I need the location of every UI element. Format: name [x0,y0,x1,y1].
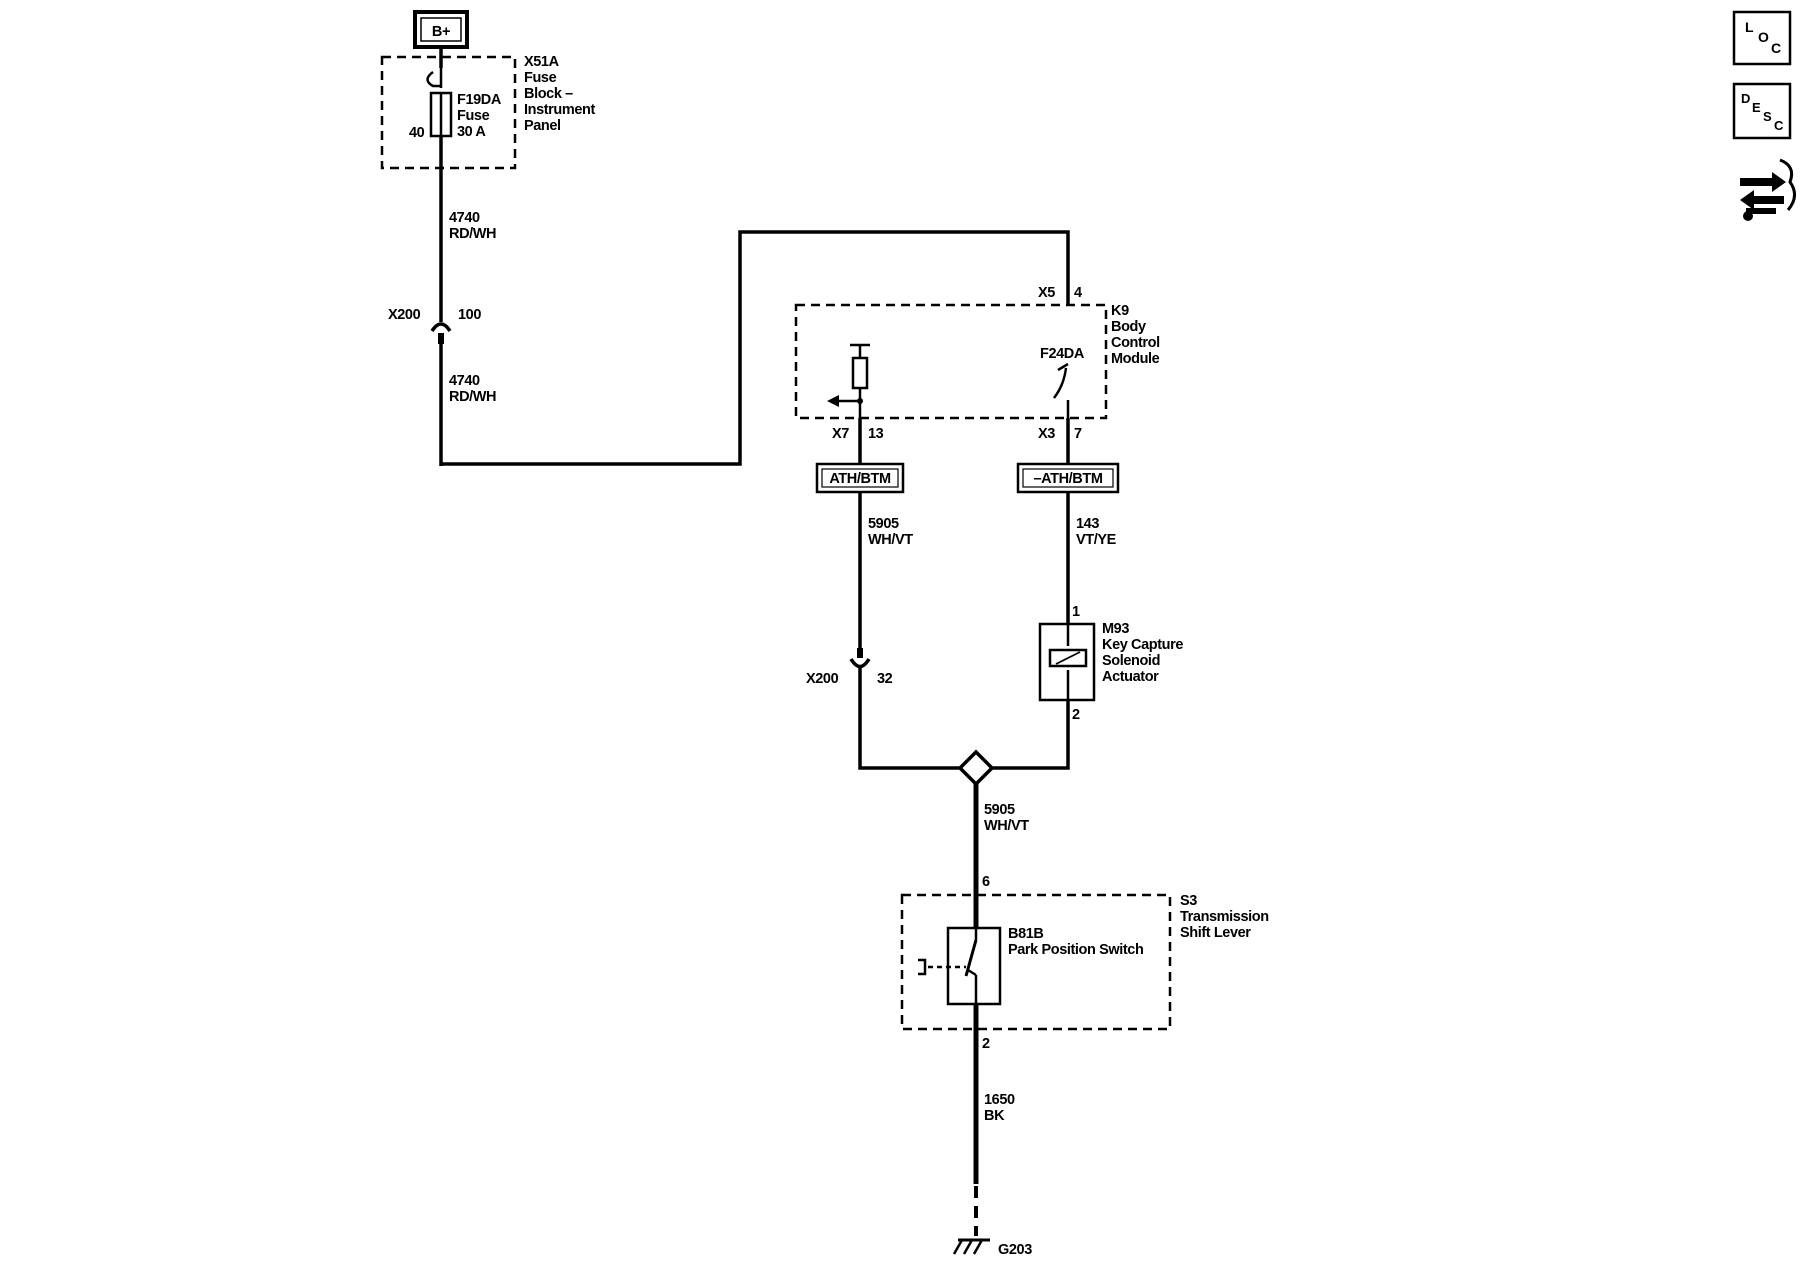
fuse-label: Fuse [457,108,490,124]
wire-5905-main-color: WH/VT [984,818,1029,834]
loc-letter-l: L [1745,19,1754,35]
connector-x200-a: X200 100 [388,307,482,344]
bcm-name-3: Module [1111,351,1160,367]
wire-4740-upper-circuit: 4740 [449,210,480,226]
desc-letter-e: E [1752,100,1761,115]
solenoid-id: M93 [1102,621,1129,637]
connector-x200-a-pin: 100 [458,307,481,323]
shift-lever-name-2: Shift Lever [1180,925,1251,941]
loc-letter-c: C [1771,40,1781,56]
description-icon[interactable]: D E S C [1732,82,1792,140]
switch-id: B81B [1008,926,1043,942]
fuse-block: 40 F19DA Fuse 30 A X51A Fuse Block – Ins… [380,54,596,170]
fuse-block-name-3: Instrument [524,102,595,118]
solenoid-pin-top: 1 [1072,604,1080,620]
splice-diamond [957,749,995,787]
fuse-id: F19DA [457,92,502,108]
connector-x200-a-id: X200 [388,307,421,323]
solenoid-pin-bottom: 2 [1072,707,1080,723]
shift-lever-pin-bottom: 2 [982,1036,990,1052]
wire-4740-lower-color: RD/WH [449,389,496,405]
bcm-left-pin: 13 [868,426,884,442]
connector-x200-b: X200 32 [806,648,893,687]
fuse-rating: 30 A [457,124,486,140]
bcm-fuse-id: F24DA [1040,346,1085,362]
bcm-name-1: Body [1111,319,1146,335]
fuse-block-id: X51A [524,54,560,70]
bcm-pullup-resistor [851,356,869,390]
desc-letter-d: D [1741,91,1750,106]
bcm-in-connector: X5 [1038,285,1055,301]
shift-lever-pin-top: 6 [982,874,990,890]
wire-5905-left-circuit: 5905 [868,516,899,532]
wire-1650-color: BK [984,1108,1005,1124]
wire-4740-lower-circuit: 4740 [449,373,480,389]
bcm-right-pin: 7 [1074,426,1082,442]
shift-lever-id: S3 [1180,893,1197,909]
wire-143-color: VT/YE [1076,532,1117,548]
wire-143-circuit: 143 [1076,516,1099,532]
location-icon[interactable]: L O C [1732,10,1792,66]
bcm-fuse-f24da [1053,362,1070,418]
wire-4740-to-bcm [441,230,1070,466]
wire-5905-left-color: WH/VT [868,532,913,548]
option-tag-not-ath-btm: –ATH/BTM [1016,462,1120,494]
key-capture-solenoid: 1 2 M93 Key Capture Solenoid Actuator [1038,604,1184,723]
desc-letter-c: C [1774,118,1784,133]
wire-4740-upper-color: RD/WH [449,226,496,242]
solenoid-name-3: Actuator [1102,669,1159,685]
wire-5905-main-circuit: 5905 [984,802,1015,818]
bcm-name-2: Control [1111,335,1160,351]
fuse-block-pin: 40 [409,125,425,141]
bcm-left-connector: X7 [832,426,849,442]
bcm-id: K9 [1111,303,1129,319]
bcm-right-connector: X3 [1038,426,1055,442]
battery-source: B+ [413,10,469,49]
bcm-in-pin: 4 [1074,285,1082,301]
option-not-ath-btm-label: –ATH/BTM [1033,471,1102,487]
solenoid-name-2: Solenoid [1102,653,1160,669]
option-tag-ath-btm: ATH/BTM [815,462,905,494]
wire-1650-circuit: 1650 [984,1092,1015,1108]
option-ath-btm-label: ATH/BTM [829,471,891,487]
connector-x200-b-pin: 32 [877,671,893,687]
shift-lever-name-1: Transmission [1180,909,1269,925]
fuse-block-name-4: Panel [524,118,561,134]
ground-g203: G203 [952,1238,1033,1258]
fuse-block-name-1: Fuse [524,70,557,86]
battery-label: B+ [432,24,450,40]
body-control-module: X5 4 K9 Body Control Module F24DA X7 13 … [794,285,1160,442]
desc-letter-s: S [1763,109,1772,124]
loc-letter-o: O [1758,29,1769,45]
solenoid-name-1: Key Capture [1102,637,1183,653]
fuse-block-name-2: Block – [524,86,573,102]
transmission-shift-lever: 6 S3 Transmission Shift Lever B81B Park … [900,874,1269,1052]
ground-id: G203 [998,1242,1032,1258]
connector-x200-b-id: X200 [806,671,839,687]
connector-tools-icon[interactable] [1740,158,1796,221]
bcm-output-arrow [827,395,839,407]
switch-name: Park Position Switch [1008,942,1143,958]
